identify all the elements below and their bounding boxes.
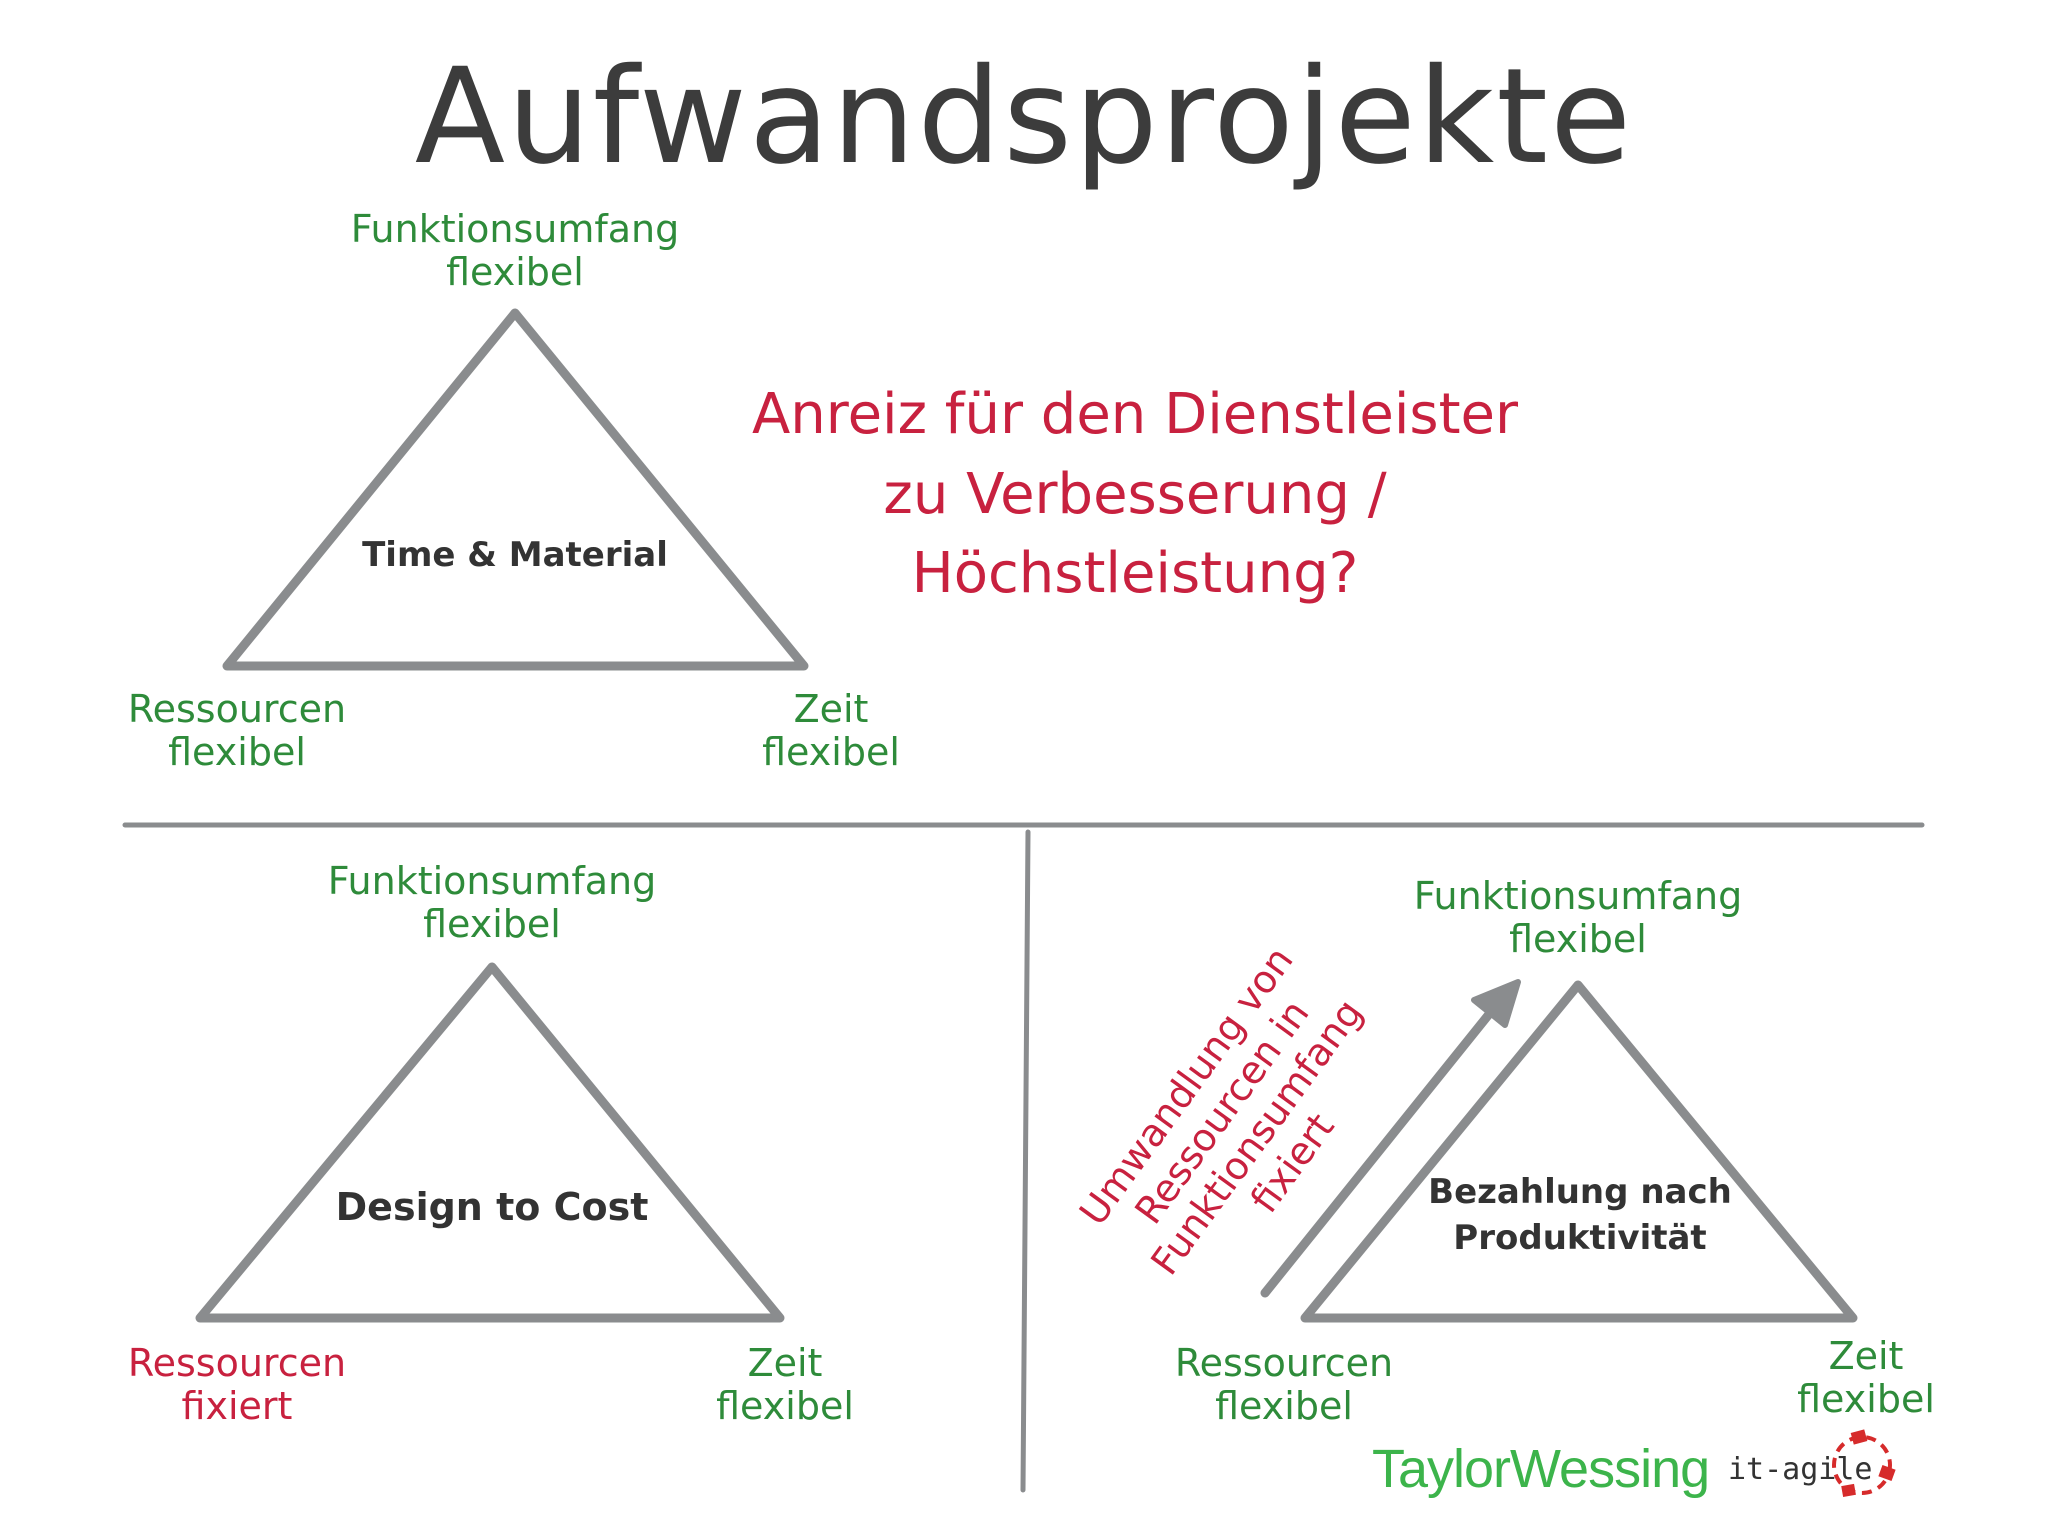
dtc-name: Design to Cost	[335, 1185, 649, 1229]
prod-left-line-1: Ressourcen	[1174, 1341, 1394, 1385]
prod-name-line-1: Bezahlung nach	[1428, 1172, 1732, 1212]
tm-right-line-2: flexibel	[762, 729, 900, 774]
tm-left-line-1: Ressourcen	[127, 687, 347, 731]
prod-right-line-2: flexibel	[1797, 1376, 1935, 1421]
triangle-productivity	[1300, 980, 1858, 1323]
dtc-top-line-2: flexibel	[423, 901, 561, 946]
dtc-right-line-2: flexibel	[716, 1383, 854, 1428]
dtc-right-label: Zeit flexibel	[716, 1342, 854, 1427]
prod-name: Bezahlung nach Produktivität	[1428, 1170, 1732, 1262]
conversion-arrow-shaft	[1260, 1008, 1495, 1298]
prod-left-label: Ressourcen flexibel	[1175, 1342, 1393, 1427]
dtc-left-line-1: Ressourcen	[127, 1341, 347, 1385]
tm-right-label: Zeit flexibel	[762, 688, 900, 773]
prod-top-label: Funktionsumfang flexibel	[1414, 875, 1743, 960]
dtc-top-label: Funktionsumfang flexibel	[328, 860, 657, 945]
vertical-divider	[1020, 829, 1031, 1493]
prod-top-line-1: Funktionsumfang	[1413, 874, 1743, 918]
question-line-1: Anreiz für den Dienstleister	[751, 382, 1519, 447]
tm-name: Time & Material	[362, 535, 668, 575]
question-line-3: Höchstleistung?	[911, 541, 1359, 607]
tm-left-line-2: flexibel	[168, 729, 306, 774]
dtc-top-line-1: Funktionsumfang	[327, 859, 657, 903]
triangle-design-to-cost	[195, 962, 785, 1323]
prod-right-line-1: Zeit	[1828, 1334, 1904, 1378]
question-line-2: zu Verbesserung /	[883, 461, 1387, 527]
tm-top-label: Funktionsumfang flexibel	[351, 208, 680, 293]
incentive-question: Anreiz für den Dienstleister zu Verbesse…	[752, 375, 1518, 614]
dtc-right-line-1: Zeit	[747, 1341, 823, 1385]
prod-right-label: Zeit flexibel	[1797, 1335, 1935, 1420]
tm-right-line-1: Zeit	[793, 687, 869, 731]
dtc-left-label: Ressourcen fixiert	[128, 1342, 346, 1427]
page-title: Aufwandsprojekte	[414, 40, 1634, 194]
tm-top-line-1: Funktionsumfang	[350, 207, 680, 251]
conversion-arrow-head	[1471, 979, 1521, 1028]
dtc-left-line-2: fixiert	[181, 1383, 293, 1428]
triangle-time-material	[222, 308, 809, 671]
prod-name-line-2: Produktivität	[1453, 1217, 1707, 1258]
it-agile-logo: it-agile	[1728, 1452, 1873, 1487]
prod-left-line-2: flexibel	[1215, 1383, 1353, 1428]
tm-top-line-2: flexibel	[446, 249, 584, 294]
taylor-wessing-logo: TaylorWessing	[1372, 1439, 1710, 1499]
prod-top-line-2: flexibel	[1509, 916, 1647, 961]
tm-left-label: Ressourcen flexibel	[128, 688, 346, 773]
it-agile-logo-mark	[1832, 1429, 1896, 1497]
